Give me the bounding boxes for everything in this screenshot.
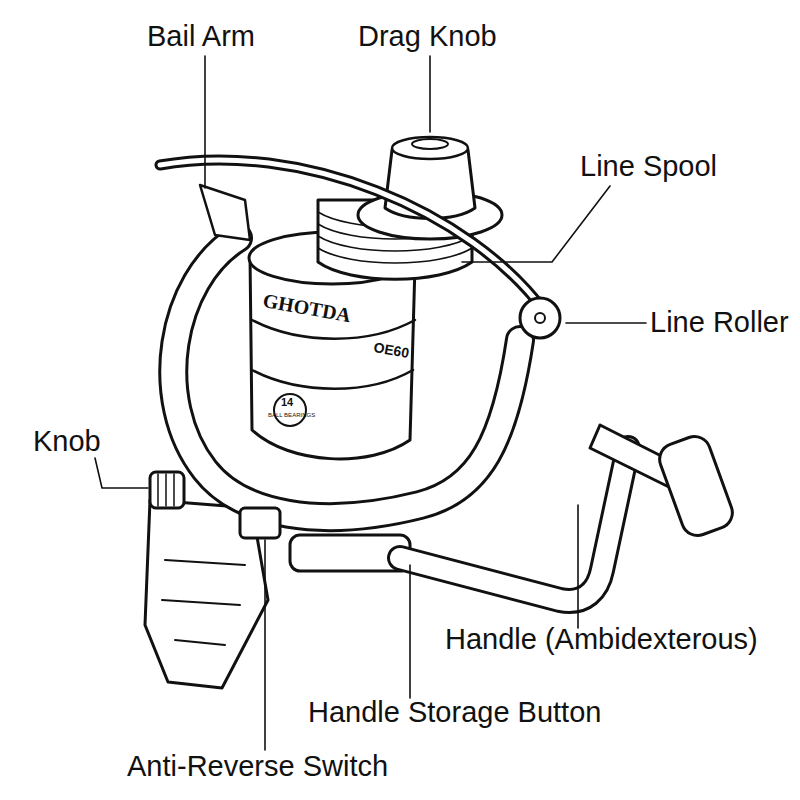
bearing-badge <box>274 394 306 426</box>
line-roller <box>520 298 560 338</box>
rotor-rings <box>252 320 415 389</box>
bail-mount <box>200 185 250 240</box>
part-label: Line Spool <box>580 152 717 181</box>
drag-cap <box>392 137 468 159</box>
handle-arm <box>400 448 628 601</box>
bail-arm-fill <box>160 160 545 312</box>
part-label: Handle Storage Button <box>308 698 601 727</box>
roller-pin <box>535 313 545 323</box>
part-label: Anti-Reverse Switch <box>127 752 388 781</box>
handle-arm-fill <box>400 448 628 601</box>
handle-knob <box>655 432 737 540</box>
side-knob <box>150 472 184 508</box>
anti-reverse-switch <box>240 508 280 538</box>
part-label: Drag Knob <box>358 22 497 51</box>
part-label: Handle (Ambidexterous) <box>445 625 758 654</box>
knob-grip <box>158 474 174 506</box>
part-label: Line Roller <box>650 308 789 337</box>
part-label: Bail Arm <box>147 22 255 51</box>
foot-grooves <box>162 560 245 645</box>
bearing-count: 14 <box>281 397 293 408</box>
reel-rotor <box>250 255 415 459</box>
bearing-text: BALL BEARINGS <box>268 412 315 418</box>
bail-arm <box>160 160 545 312</box>
part-label: Knob <box>33 427 101 456</box>
drag-cap-center <box>412 139 448 149</box>
